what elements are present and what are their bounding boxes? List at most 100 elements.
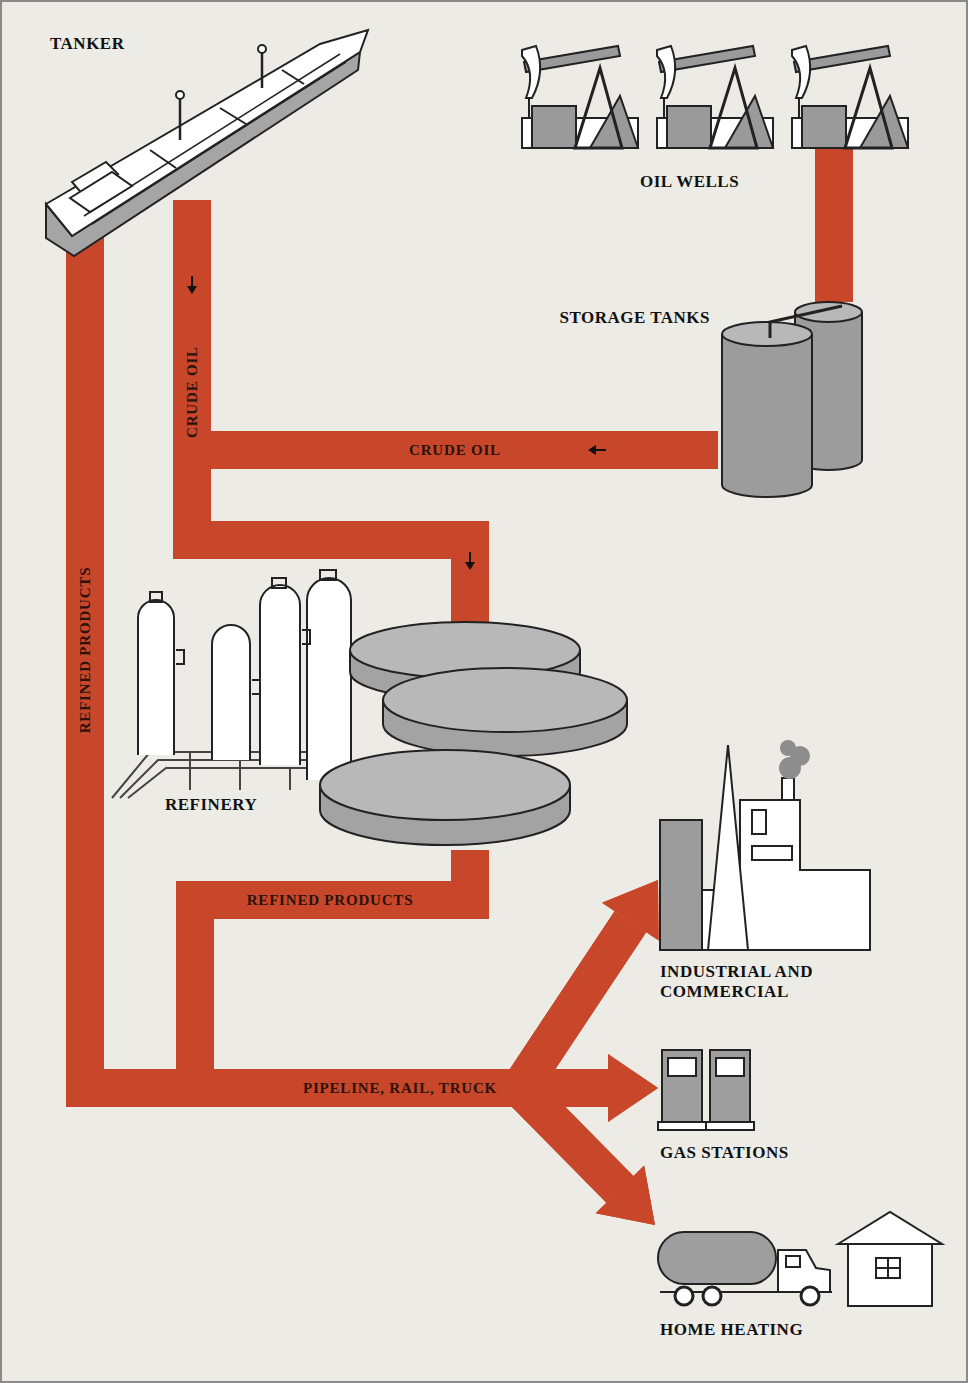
home-heating-node: HOME HEATING xyxy=(655,1208,943,1310)
refinery-plant xyxy=(383,668,627,732)
node-label: STORAGE TANKS xyxy=(559,308,710,328)
arrow-head xyxy=(602,880,659,940)
refinery-plant xyxy=(289,768,291,790)
flow-arrow xyxy=(465,562,475,570)
tanker-ship xyxy=(179,98,182,140)
node-label: OIL WELLS xyxy=(640,172,739,192)
refinery-plant xyxy=(120,760,330,798)
gas-pump xyxy=(658,1050,706,1130)
gas-pump xyxy=(658,1050,754,1130)
heating-truck xyxy=(658,1232,832,1305)
house-icon xyxy=(838,1212,942,1244)
refinery-plant xyxy=(320,570,336,580)
factory-building xyxy=(752,846,792,860)
house-icon xyxy=(876,1267,900,1269)
refinery-plant xyxy=(138,600,174,755)
refinery-plant xyxy=(189,752,191,790)
node-label: TANKER xyxy=(50,34,124,54)
heating-truck xyxy=(778,1250,830,1292)
storage-tank xyxy=(722,334,812,497)
house-icon xyxy=(848,1244,932,1306)
heating-truck xyxy=(801,1287,819,1305)
flow-pipe xyxy=(815,152,853,302)
arrow-head xyxy=(608,1054,658,1122)
node-label: HOME HEATING xyxy=(660,1320,803,1340)
node-label: INDUSTRIAL AND COMMERCIAL xyxy=(660,962,885,1003)
heating-truck xyxy=(675,1287,693,1305)
pipe-label: REFINED PRODUCTS xyxy=(78,567,93,734)
flow-arrow xyxy=(187,286,197,294)
oil-pump-jack xyxy=(657,46,773,148)
factory-building xyxy=(752,810,766,834)
pipe-stub xyxy=(66,144,853,660)
flow-arrow xyxy=(588,445,596,455)
heating-truck xyxy=(786,1256,800,1267)
house-icon xyxy=(838,1212,942,1306)
tanker-ship xyxy=(46,30,368,236)
refinery-plant xyxy=(176,630,361,694)
factory-building xyxy=(660,740,870,950)
refinery-plant xyxy=(128,768,330,798)
refinery-plant xyxy=(260,585,300,765)
refinery-plant xyxy=(307,578,351,780)
factory-building xyxy=(780,740,796,756)
refinery-plant xyxy=(239,760,241,790)
tanker-ship xyxy=(220,108,246,124)
arrow-head xyxy=(596,1166,655,1225)
flow-pipe xyxy=(195,850,655,1225)
storage-tank xyxy=(722,302,862,497)
factory-building xyxy=(660,820,702,950)
tanker-ship xyxy=(258,45,266,53)
tanker-ship xyxy=(282,70,304,84)
storage-tank xyxy=(770,306,842,338)
arrow-head xyxy=(608,1054,658,1122)
tanker-ship xyxy=(92,62,346,224)
factory-building xyxy=(708,745,748,950)
node-label: REFINERY xyxy=(165,795,257,815)
house-icon xyxy=(876,1258,900,1278)
storage-tank xyxy=(722,322,812,346)
pipe-label: CRUDE OIL xyxy=(185,346,200,438)
node-label: GAS STATIONS xyxy=(660,1143,789,1163)
oil-pump-jack xyxy=(792,46,908,148)
flow-pipe xyxy=(834,152,835,302)
tanker-ship xyxy=(176,91,184,99)
industrial-node: INDUSTRIAL AND COMMERCIAL xyxy=(658,740,873,952)
pipe-label: REFINED PRODUCTS xyxy=(247,893,414,908)
refinery-plant xyxy=(272,578,286,588)
refinery-node: REFINERY xyxy=(105,575,635,850)
flow-pipe xyxy=(195,850,620,1189)
gas-stations-node: GAS STATIONS xyxy=(658,1045,753,1133)
storage-tanks-node: STORAGE TANKS xyxy=(718,302,866,498)
oil-wells-node: OIL WELLS xyxy=(518,38,918,152)
tanker-ship xyxy=(70,172,132,212)
pipe-label: CRUDE OIL xyxy=(409,443,501,458)
oil-pump-jack xyxy=(522,46,908,148)
flow-arrow xyxy=(465,552,475,570)
tanker-ship xyxy=(150,150,176,168)
flow-pipe xyxy=(192,257,470,575)
tanker-ship xyxy=(261,52,264,88)
refinery-plant xyxy=(112,570,627,845)
pipe-stub xyxy=(173,200,211,260)
refinery-plant xyxy=(212,625,250,760)
factory-building xyxy=(782,778,794,800)
tanker-ship xyxy=(46,52,360,256)
flow-pipe xyxy=(85,257,630,1088)
flow-arrow xyxy=(588,445,606,455)
flow-pipe xyxy=(85,257,658,1122)
oil-pump-jack xyxy=(522,46,638,148)
gas-pump xyxy=(706,1050,754,1130)
heating-truck xyxy=(703,1287,721,1305)
flow-pipe xyxy=(187,257,475,575)
refinery-plant xyxy=(150,592,162,602)
tanker-ship xyxy=(46,30,368,256)
flow-pipe xyxy=(80,257,659,1088)
flow-arrow xyxy=(187,276,197,294)
pipe-label: PIPELINE, RAIL, TRUCK xyxy=(303,1081,497,1096)
tanker-node: TANKER xyxy=(42,22,374,257)
